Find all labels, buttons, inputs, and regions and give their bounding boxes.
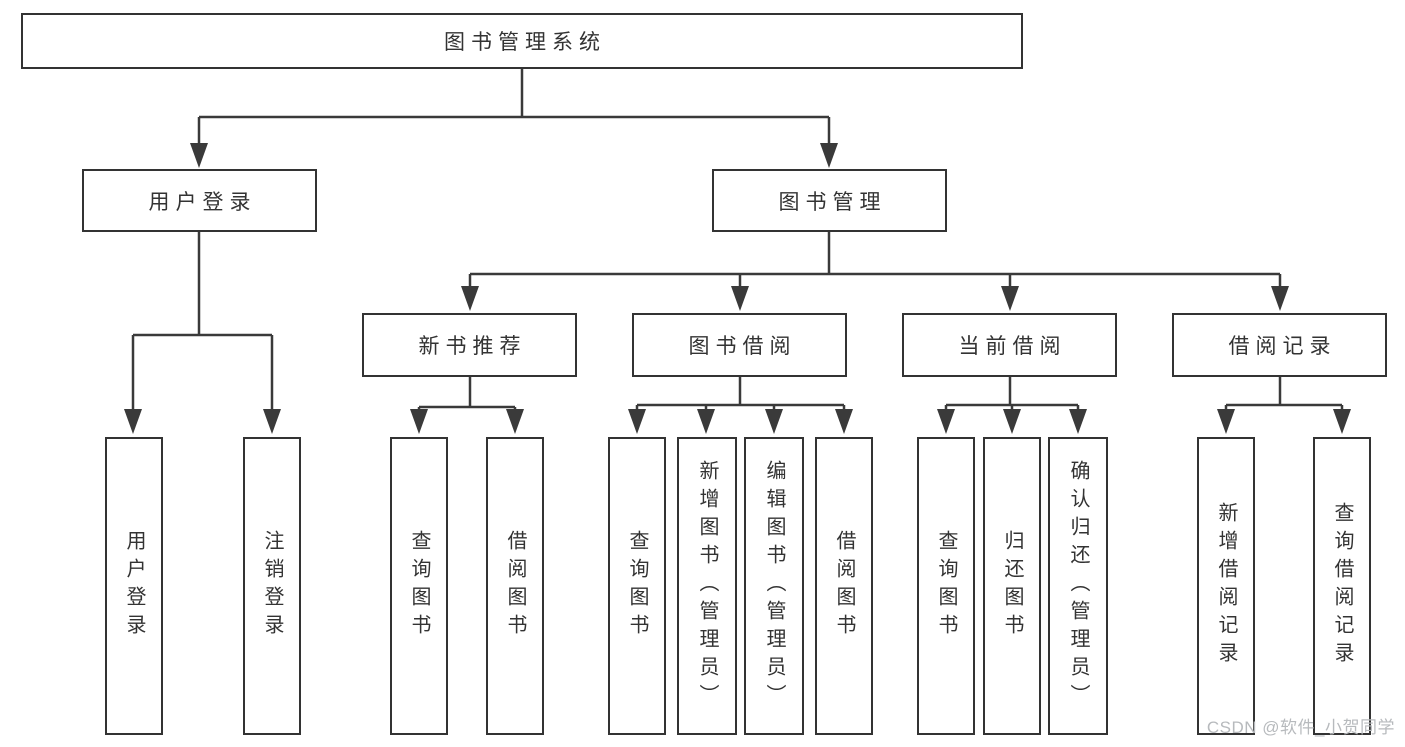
arrow-down-icon (1333, 409, 1351, 434)
leaf-user-login-label: 用户登录 (123, 530, 145, 642)
leaf-recommend-query-books: 查询图书 (390, 437, 448, 735)
arrow-down-icon (697, 409, 715, 434)
leaf-borrow-edit-book-admin: 编辑图书（管理员） (744, 437, 804, 735)
arrow-down-icon (410, 409, 428, 434)
arrow-down-icon (461, 286, 479, 311)
leaf-records-add-record: 新增借阅记录 (1197, 437, 1255, 735)
leaf-borrow-query-books: 查询图书 (608, 437, 666, 735)
leaf-borrow-add-book-admin: 新增图书（管理员） (677, 437, 737, 735)
leaf-current-return-books: 归还图书 (983, 437, 1041, 735)
connector-recommend-to-leaves (417, 377, 517, 410)
leaf-recommend-borrow-books-label: 借阅图书 (504, 530, 526, 642)
node-book-borrow-label: 图书借阅 (688, 335, 797, 358)
leaf-records-add-record-label: 新增借阅记录 (1215, 502, 1237, 670)
leaf-current-query-books: 查询图书 (917, 437, 975, 735)
node-root: 图书管理系统 (21, 13, 1023, 69)
leaf-borrow-borrow-books: 借阅图书 (815, 437, 873, 735)
leaf-recommend-borrow-books: 借阅图书 (486, 437, 544, 735)
node-book-management-label: 图书管理 (778, 190, 887, 214)
connector-root-to-level2 (197, 69, 831, 145)
node-borrow-records-label: 借阅记录 (1228, 335, 1337, 358)
node-book-borrow: 图书借阅 (632, 313, 847, 377)
arrow-down-icon (1217, 409, 1235, 434)
arrow-down-icon (1001, 286, 1019, 311)
node-user-login: 用户登录 (82, 169, 317, 232)
leaf-current-query-books-label: 查询图书 (935, 530, 957, 642)
leaf-borrow-edit-book-admin-label: 编辑图书（管理员） (763, 460, 785, 712)
arrow-down-icon (628, 409, 646, 434)
leaf-logout-label: 注销登录 (261, 530, 283, 642)
arrow-down-icon (263, 409, 281, 434)
connector-borrow-to-leaves (635, 377, 846, 410)
node-new-book-recommend: 新书推荐 (362, 313, 577, 377)
arrow-down-icon (190, 143, 208, 168)
node-borrow-records: 借阅记录 (1172, 313, 1387, 377)
leaf-user-login: 用户登录 (105, 437, 163, 735)
leaf-logout: 注销登录 (243, 437, 301, 735)
node-user-login-label: 用户登录 (148, 190, 257, 214)
arrow-down-icon (765, 409, 783, 434)
arrow-down-icon (1003, 409, 1021, 434)
leaf-borrow-query-books-label: 查询图书 (626, 530, 648, 642)
connector-login-to-leaves (131, 232, 274, 412)
arrow-down-icon (1271, 286, 1289, 311)
leaf-borrow-borrow-books-label: 借阅图书 (833, 530, 855, 642)
arrow-down-icon (820, 143, 838, 168)
arrow-down-icon (731, 286, 749, 311)
arrow-down-icon (835, 409, 853, 434)
csdn-watermark: CSDN @软件_小贺同学 (1206, 718, 1395, 737)
leaf-records-query-record: 查询借阅记录 (1313, 437, 1371, 735)
leaf-current-confirm-return-admin: 确认归还（管理员） (1048, 437, 1108, 735)
leaf-current-return-books-label: 归还图书 (1001, 530, 1023, 642)
node-current-borrow-label: 当前借阅 (958, 335, 1067, 358)
arrowheads (124, 143, 1351, 434)
leaf-records-query-record-label: 查询借阅记录 (1331, 502, 1353, 670)
arrow-down-icon (937, 409, 955, 434)
arrow-down-icon (1069, 409, 1087, 434)
arrow-down-icon (124, 409, 142, 434)
leaf-current-confirm-return-admin-label: 确认归还（管理员） (1067, 460, 1089, 712)
node-new-book-recommend-label: 新书推荐 (418, 335, 527, 358)
node-root-label: 图书管理系统 (444, 31, 606, 54)
connector-records-to-leaves (1224, 377, 1344, 410)
arrow-down-icon (506, 409, 524, 434)
leaf-recommend-query-books-label: 查询图书 (408, 530, 430, 642)
node-book-management: 图书管理 (712, 169, 947, 232)
leaf-borrow-add-book-admin-label: 新增图书（管理员） (696, 460, 718, 712)
node-current-borrow: 当前借阅 (902, 313, 1117, 377)
connector-current-to-leaves (944, 377, 1080, 410)
connector-mgmt-to-level3 (468, 232, 1282, 290)
